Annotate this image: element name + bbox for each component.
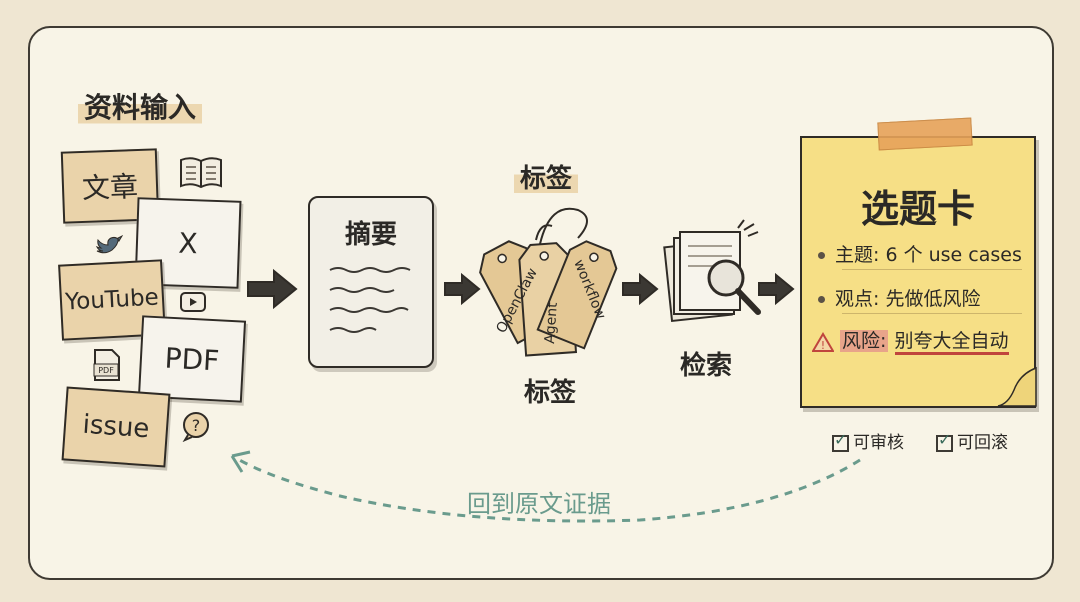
tags-title-bottom: 标签 (524, 378, 577, 408)
topic-row-theme-key: 主题: (835, 244, 880, 266)
twitter-bird-icon (95, 234, 123, 254)
checkbox-icon (936, 430, 953, 452)
check-reviewable: 可审核 (832, 428, 904, 453)
search-documents-icon (663, 219, 761, 323)
source-card-pdf: PDF (137, 315, 247, 403)
arrow-summary-to-tags (444, 272, 481, 306)
svg-text:PDF: PDF (98, 366, 114, 375)
bullet-dot (818, 296, 825, 303)
source-card-issue: issue (61, 386, 171, 468)
feedback-dashed-arrow (230, 450, 861, 523)
feedback-label: 回到原文证据 (467, 490, 611, 518)
arrow-tags-to-search (622, 272, 659, 306)
question-bubble-icon: ? (182, 412, 209, 442)
topic-row-viewpoint-value: 先做低风险 (885, 288, 981, 310)
check-rollback-label: 可回滚 (957, 433, 1008, 453)
pdf-file-icon: PDF (93, 349, 120, 381)
topic-row-divider (842, 313, 1022, 314)
topic-row-theme-value: 6 个 use cases (885, 244, 1022, 266)
search-label: 检索 (680, 351, 733, 381)
input-section-title: 资料输入 (78, 84, 203, 128)
topic-row-risk: ! 风险: 别夸大全自动 (811, 326, 1009, 355)
source-label-pdf: PDF (163, 341, 221, 377)
tag-bundle: OpenClaw Agent workflow (479, 207, 618, 357)
topic-row-viewpoint-key: 观点: (835, 288, 880, 310)
play-icon (180, 292, 206, 312)
tags-title-top: 标签 (514, 156, 579, 197)
arrow-input-to-summary (247, 268, 298, 310)
source-label-x: X (177, 226, 199, 260)
source-label-issue: issue (81, 409, 151, 445)
source-label-article: 文章 (81, 170, 139, 205)
bullet-dot (818, 252, 825, 259)
topic-card-title: 选题卡 (860, 187, 975, 231)
warning-icon: ! (811, 331, 835, 352)
topic-row-risk-value: 别夸大全自动 (894, 330, 1009, 355)
tag-text-agent: Agent (542, 301, 561, 344)
checkbox-icon (832, 430, 849, 452)
topic-card: 选题卡 主题: 6 个 use cases 观点: 先做低风险 ! 风险: 别夸… (800, 136, 1037, 408)
check-reviewable-label: 可审核 (853, 433, 904, 453)
source-label-youtube: YouTube (64, 284, 160, 316)
svg-text:?: ? (192, 416, 201, 435)
topic-row-theme: 主题: 6 个 use cases (818, 240, 1022, 267)
topic-row-viewpoint: 观点: 先做低风险 (818, 284, 980, 311)
check-rollback: 可回滚 (936, 428, 1008, 453)
tape-strip (877, 117, 973, 151)
page-curl-icon (997, 366, 1037, 407)
arrow-search-to-topic (758, 272, 795, 306)
summary-title: 摘要 (344, 220, 397, 250)
summary-document: 摘要 (308, 196, 434, 368)
svg-text:!: ! (821, 339, 825, 352)
book-icon (180, 157, 222, 189)
topic-row-risk-key: 风险: (840, 330, 889, 352)
summary-text-lines (329, 267, 411, 333)
topic-row-divider (842, 269, 1022, 270)
